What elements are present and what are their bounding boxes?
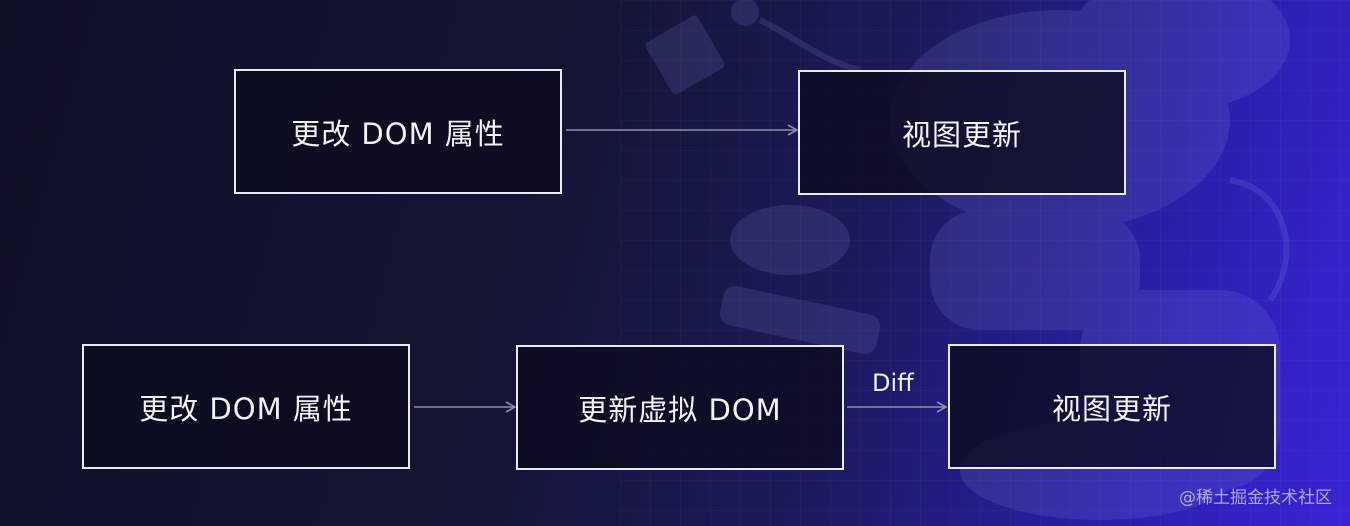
node-label: 更新虚拟 DOM (578, 392, 782, 427)
node-row1-change-dom-attribute: 更改 DOM 属性 (234, 69, 562, 194)
node-label: 视图更新 (1051, 391, 1172, 426)
watermark: @稀土掘金技术社区 (1179, 488, 1332, 508)
diff-label: Diff (872, 369, 914, 397)
node-label: 视图更新 (901, 117, 1022, 152)
node-row1-view-update: 视图更新 (798, 70, 1126, 195)
node-row2-view-update: 视图更新 (948, 344, 1276, 469)
node-row2-change-dom-attribute: 更改 DOM 属性 (82, 344, 410, 469)
node-row2-update-virtual-dom: 更新虚拟 DOM (516, 345, 844, 470)
node-label: 更改 DOM 属性 (291, 116, 505, 151)
node-label: 更改 DOM 属性 (139, 391, 353, 426)
